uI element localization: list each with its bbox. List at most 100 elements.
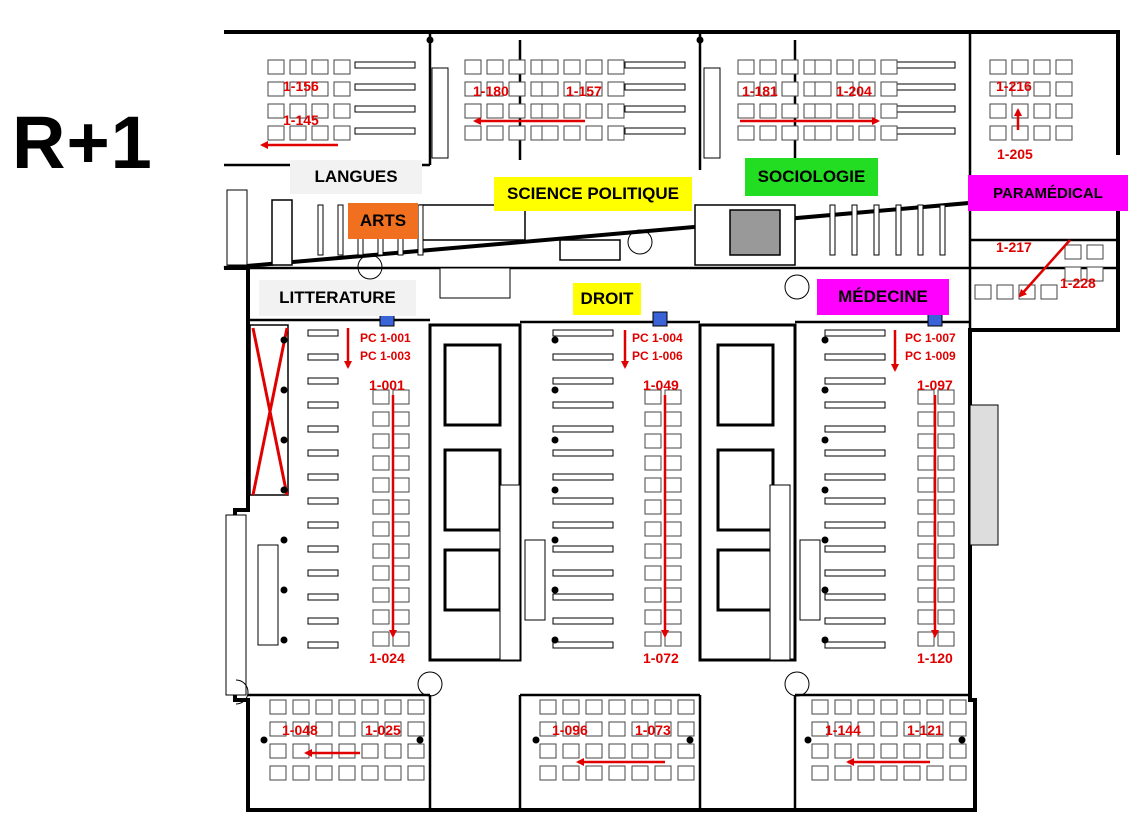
desk: [917, 631, 935, 647]
desk: [781, 81, 799, 97]
desk: [664, 433, 682, 449]
desk: [644, 609, 662, 625]
shelf: [337, 204, 344, 256]
column: [686, 736, 694, 744]
desk: [1055, 59, 1073, 75]
section-label-paramedical: PARAMÉDICAL: [968, 175, 1128, 211]
desk: [836, 59, 854, 75]
section-label-droit: DROIT: [573, 283, 641, 315]
desk: [937, 609, 955, 625]
desk: [814, 59, 832, 75]
desk: [857, 765, 875, 781]
desk: [880, 743, 898, 759]
room-label: 1-073: [635, 722, 671, 738]
shelf: [824, 641, 886, 649]
desk: [311, 81, 329, 97]
desk: [607, 81, 625, 97]
desk: [372, 609, 390, 625]
desk: [858, 81, 876, 97]
column: [280, 586, 288, 594]
shelf: [307, 449, 339, 457]
desk: [737, 81, 755, 97]
desk: [361, 699, 379, 715]
shelf: [824, 377, 886, 385]
shelf: [824, 449, 886, 457]
room-label: 1-097: [917, 377, 953, 393]
shelf: [873, 204, 880, 256]
room-label: 1-001: [369, 377, 405, 393]
desk: [644, 389, 662, 405]
desk: [880, 765, 898, 781]
column: [551, 336, 559, 344]
desk: [664, 521, 682, 537]
desk: [372, 565, 390, 581]
desk: [781, 59, 799, 75]
desk: [315, 765, 333, 781]
shelf: [624, 83, 686, 91]
pc-label: PC 1-004: [632, 331, 683, 345]
desk: [926, 699, 944, 715]
shelving: [307, 61, 956, 649]
door-icon: [235, 229, 810, 705]
desk: [917, 411, 935, 427]
desk: [781, 103, 799, 119]
column: [696, 36, 704, 44]
pc-label: PC 1-009: [905, 349, 956, 363]
desk: [926, 765, 944, 781]
desk: [1064, 266, 1082, 282]
desk: [1055, 125, 1073, 141]
desk: [654, 721, 672, 737]
desk: [539, 721, 557, 737]
desk: [654, 743, 672, 759]
column: [821, 436, 829, 444]
desk: [664, 609, 682, 625]
column: [551, 586, 559, 594]
desk: [269, 699, 287, 715]
room-label: 1-048: [282, 722, 318, 738]
desk: [372, 455, 390, 471]
pc-label: PC 1-007: [905, 331, 956, 345]
desk: [384, 721, 402, 737]
crossed-out-area: [249, 324, 289, 496]
desk: [644, 455, 662, 471]
room-label: 1-204: [836, 83, 872, 99]
desk: [937, 455, 955, 471]
column: [280, 486, 288, 494]
desk: [857, 699, 875, 715]
shelf: [824, 569, 886, 577]
desk: [996, 284, 1014, 300]
desk: [361, 743, 379, 759]
desk: [1011, 59, 1029, 75]
outer-walls: [223, 30, 1120, 812]
study-desks: [267, 59, 1104, 781]
desk: [508, 125, 526, 141]
desk: [372, 389, 390, 405]
shelf: [307, 353, 339, 361]
desk: [836, 81, 854, 97]
desk: [937, 433, 955, 449]
room-label: 1-217: [996, 239, 1032, 255]
desk: [1033, 59, 1051, 75]
room-label: 1-205: [997, 146, 1033, 162]
desk: [289, 81, 307, 97]
desk: [392, 477, 410, 493]
shelf: [894, 61, 956, 69]
desk: [814, 125, 832, 141]
desk: [585, 81, 603, 97]
desk: [880, 81, 898, 97]
shelf: [552, 521, 614, 529]
desk: [937, 499, 955, 515]
desk: [949, 721, 967, 737]
desk: [631, 699, 649, 715]
desk: [880, 103, 898, 119]
room-label: 1-181: [742, 83, 778, 99]
shelf: [829, 204, 836, 256]
desk: [407, 721, 425, 737]
desk: [759, 125, 777, 141]
desk: [1040, 284, 1058, 300]
desk: [759, 59, 777, 75]
desk: [392, 521, 410, 537]
desk: [811, 721, 829, 737]
desk: [937, 543, 955, 559]
desk: [926, 721, 944, 737]
